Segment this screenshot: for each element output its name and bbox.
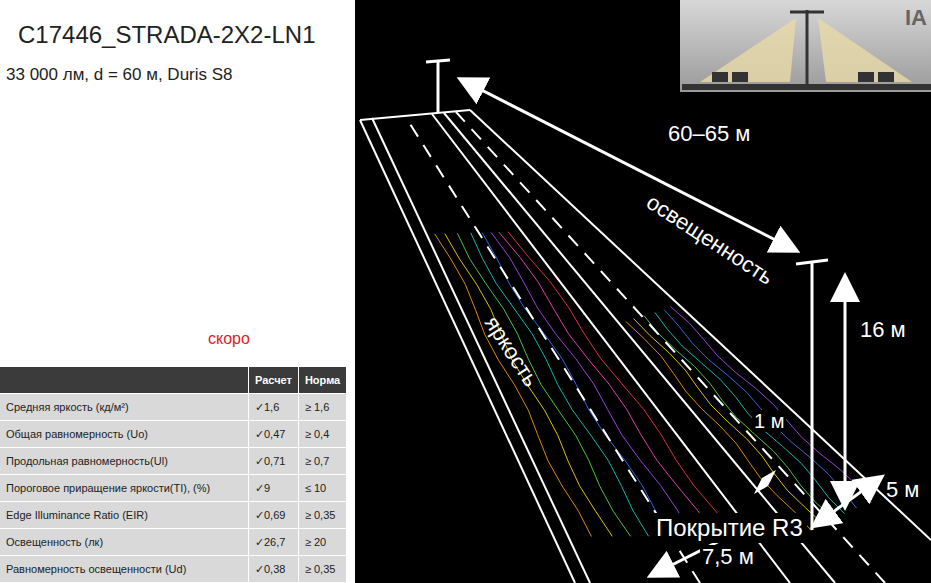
contour-line <box>634 319 825 525</box>
table-cell: Общая равномерность (Uo) <box>0 421 249 448</box>
poles <box>426 60 828 530</box>
table-cell: ≥ 0,35 <box>298 502 346 529</box>
inset-scheme <box>680 0 931 92</box>
table-cell: Средняя яркость (кд/м²) <box>0 394 249 421</box>
slide-title: C17446_STRADA-2X2-LN1 <box>18 22 315 48</box>
table-cell <box>0 367 249 394</box>
contour-line <box>445 234 613 537</box>
dimension: 60–65 м <box>668 122 750 146</box>
table-cell: ✓0,38 <box>249 556 299 583</box>
table-cell: ✓0,69 <box>249 502 299 529</box>
table-cell: ✓9 <box>249 475 299 502</box>
table-cell: Равномерность освещенности (Ud) <box>0 556 249 583</box>
contour-line <box>435 234 592 537</box>
dark-panel <box>355 0 931 583</box>
table-cell: ≤ 10 <box>298 475 346 502</box>
table-cell: ≥ 0,4 <box>298 421 346 448</box>
table-cell: ≥ 1,6 <box>298 394 346 421</box>
contour-line <box>644 316 835 520</box>
table-header: Норма <box>298 367 346 394</box>
table-cell: Освещенность (лк) <box>0 529 249 556</box>
subtitle: 33 000 лм, d = 60 м, Duris S8 <box>6 66 233 85</box>
contour-line <box>655 313 845 514</box>
one-meter-mark <box>754 470 776 494</box>
contour-line <box>670 307 871 503</box>
table-cell: ≥ 0,35 <box>298 556 346 583</box>
table-header: Расчет <box>249 367 299 394</box>
table-cell: Edge Illuminance Ratio (EIR) <box>0 502 249 529</box>
dimension-arrows <box>462 80 880 575</box>
dimension: 7,5 м <box>700 545 756 569</box>
results-table: РасчетНормаСредняя яркость (кд/м²)✓1,6≥ … <box>0 367 347 583</box>
contour-line <box>626 322 811 531</box>
table-cell: ✓26,7 <box>249 529 299 556</box>
table-cell: ≥ 0,7 <box>298 448 346 475</box>
table-cell: ≥ 20 <box>298 529 346 556</box>
surface-label: Покрытие R3 <box>652 513 807 543</box>
road-lines <box>360 110 931 583</box>
contour-line <box>664 310 857 509</box>
table-cell: Продольная равномерность(Ul) <box>0 448 249 475</box>
status-note: скоро <box>208 330 250 348</box>
dimension: 1 м <box>752 410 786 432</box>
table-cell: ✓1,6 <box>249 394 299 421</box>
dimension: 5 м <box>886 478 919 502</box>
contour-line <box>508 232 737 536</box>
table-cell: ✓0,71 <box>249 448 299 475</box>
table-cell: Пороговое приращение яркости(TI), (%) <box>0 475 249 502</box>
table-cell: ✓0,47 <box>249 421 299 448</box>
dimension: 16 м <box>860 318 906 342</box>
inset-mark: IA <box>905 6 927 30</box>
